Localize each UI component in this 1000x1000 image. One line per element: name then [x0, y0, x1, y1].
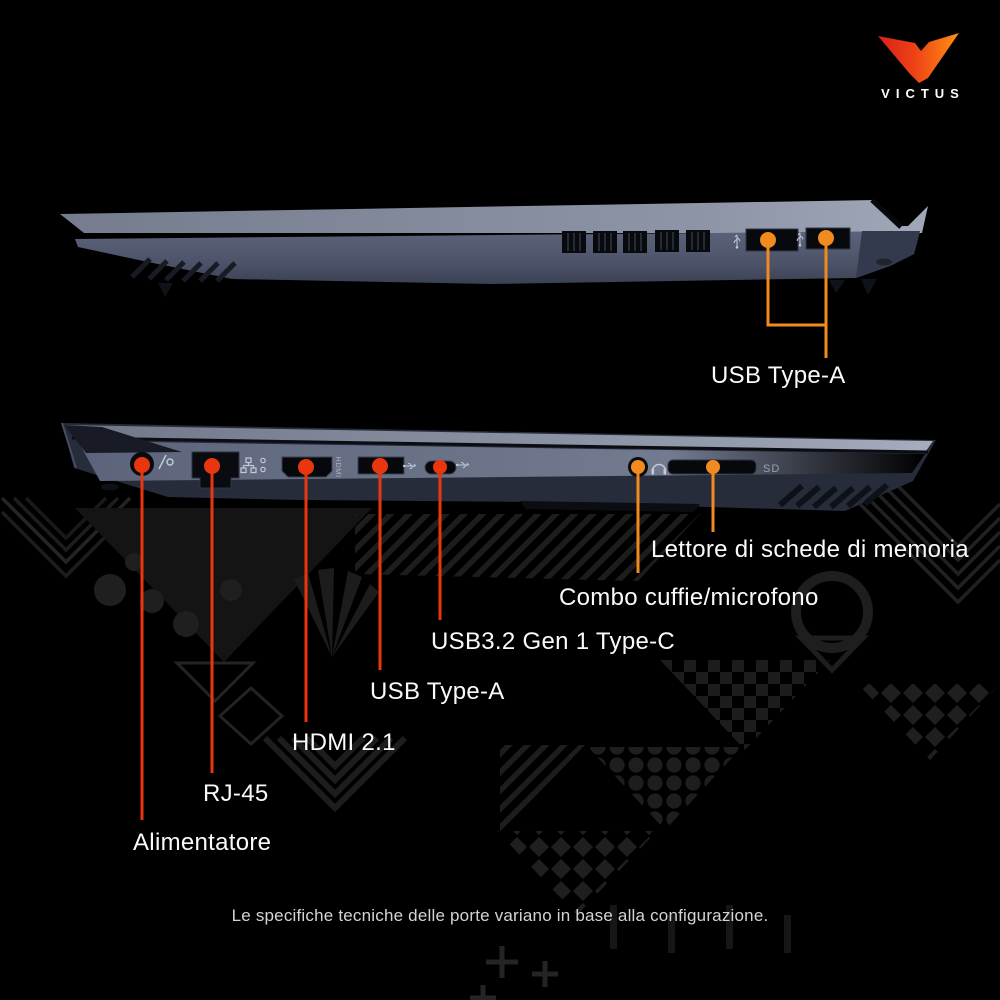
port-dot-usb1: [760, 232, 776, 248]
port-dot-usb-a: [372, 458, 388, 474]
headset-icon: [651, 463, 667, 475]
callout-lines: [134, 230, 834, 820]
label-rj45: RJ-45: [203, 780, 269, 807]
label-usb-a: USB Type-A: [370, 678, 505, 705]
victus-logo: [878, 33, 959, 83]
label-headphone-combo: Combo cuffie/microfono: [559, 584, 819, 611]
label-usb-c: USB3.2 Gen 1 Type-C: [431, 628, 676, 655]
callout-line-usb-type-a-top: [766, 239, 828, 358]
laptop-right-side-view: [60, 198, 928, 297]
hdmi-marking: HDMI: [334, 456, 343, 477]
rear-vent-grilles: [562, 230, 710, 253]
label-hdmi: HDMI 2.1: [292, 729, 396, 756]
port-dot-headphone: [631, 460, 645, 474]
label-card-reader: Lettore di schede di memoria: [651, 536, 969, 563]
port-dot-usb2: [818, 230, 834, 246]
victus-v-icon: [878, 33, 959, 83]
port-dot-power: [134, 457, 150, 473]
port-dot-sd: [706, 460, 720, 474]
laptop1-feet: [158, 279, 877, 297]
label-power: Alimentatore: [133, 829, 272, 856]
victus-wordmark: VICTUS: [881, 86, 965, 101]
port-dot-hdmi: [298, 459, 314, 475]
port-dot-rj45: [204, 458, 220, 474]
disclaimer-text: Le specifiche tecniche delle porte varia…: [231, 906, 769, 925]
ethernet-icon: [240, 457, 266, 474]
laptop1-lid: [60, 200, 928, 233]
laptop-left-side-view: HDMI SD: [61, 422, 936, 512]
power-icon: [158, 454, 174, 470]
sd-marking: SD: [763, 463, 780, 475]
laptop2-lid-edge: [64, 425, 933, 451]
port-dot-usb-c: [433, 460, 447, 474]
label-usb-type-a-top: USB Type-A: [711, 362, 846, 389]
